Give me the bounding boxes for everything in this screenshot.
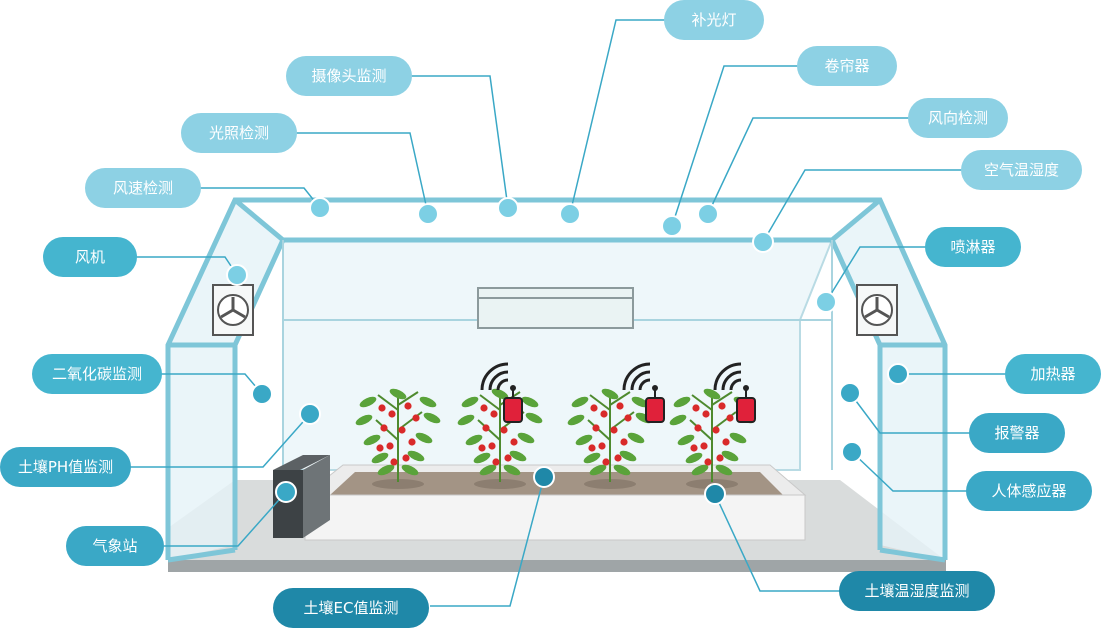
- soil-bed-soil: [330, 472, 783, 495]
- label-co2[interactable]: 二氧化碳监测: [32, 354, 162, 394]
- label-sprinkler[interactable]: 喷淋器: [925, 227, 1021, 267]
- label-heater[interactable]: 加热器: [1005, 354, 1101, 394]
- connector-lines: [130, 19, 1006, 607]
- label-air-humidity[interactable]: 空气温湿度: [961, 150, 1082, 190]
- label-fan[interactable]: 风机: [43, 237, 137, 277]
- label-wind-speed[interactable]: 风速检测: [85, 168, 201, 208]
- label-light-sensor[interactable]: 光照检测: [181, 113, 297, 153]
- label-roller-blind[interactable]: 卷帘器: [797, 46, 897, 86]
- supplement-light-fixture: [477, 287, 634, 329]
- tomato-plant-icon: [355, 388, 441, 489]
- label-soil-temp-humidity[interactable]: 土壤温湿度监测: [839, 571, 995, 611]
- label-weather-station[interactable]: 气象站: [66, 526, 164, 566]
- soil-bed-front: [304, 494, 806, 541]
- label-human-sensor[interactable]: 人体感应器: [966, 471, 1092, 511]
- sensor-devices: [480, 362, 756, 423]
- tomato-plant-icon: [567, 388, 653, 489]
- fan-icon: [212, 284, 254, 336]
- label-supplement-light[interactable]: 补光灯: [664, 0, 764, 40]
- sensor-dots-darkest: [533, 466, 726, 505]
- sensor-device-icon: [736, 385, 756, 423]
- left-wall: [168, 200, 283, 560]
- sensor-dots: [226, 197, 837, 313]
- sensor-device-icon: [645, 385, 665, 423]
- greenhouse-frame: [165, 197, 948, 563]
- back-wall: [282, 239, 834, 471]
- label-soil-ec[interactable]: 土壤EC值监测: [273, 588, 429, 628]
- weather-station-box: [273, 455, 330, 538]
- label-soil-ph[interactable]: 土壤PH值监测: [0, 447, 131, 487]
- label-alarm[interactable]: 报警器: [969, 413, 1065, 453]
- label-camera[interactable]: 摄像头监测: [286, 56, 412, 96]
- greenhouse-base: [168, 560, 946, 572]
- sensor-device-icon: [503, 385, 523, 423]
- fan-icon: [856, 284, 898, 336]
- label-wind-direction[interactable]: 风向检测: [908, 98, 1008, 138]
- wifi-signal-icon: [713, 362, 742, 391]
- sensor-dots-dark: [251, 363, 909, 503]
- wifi-signal-icon: [480, 362, 509, 391]
- wifi-signal-icon: [622, 362, 651, 391]
